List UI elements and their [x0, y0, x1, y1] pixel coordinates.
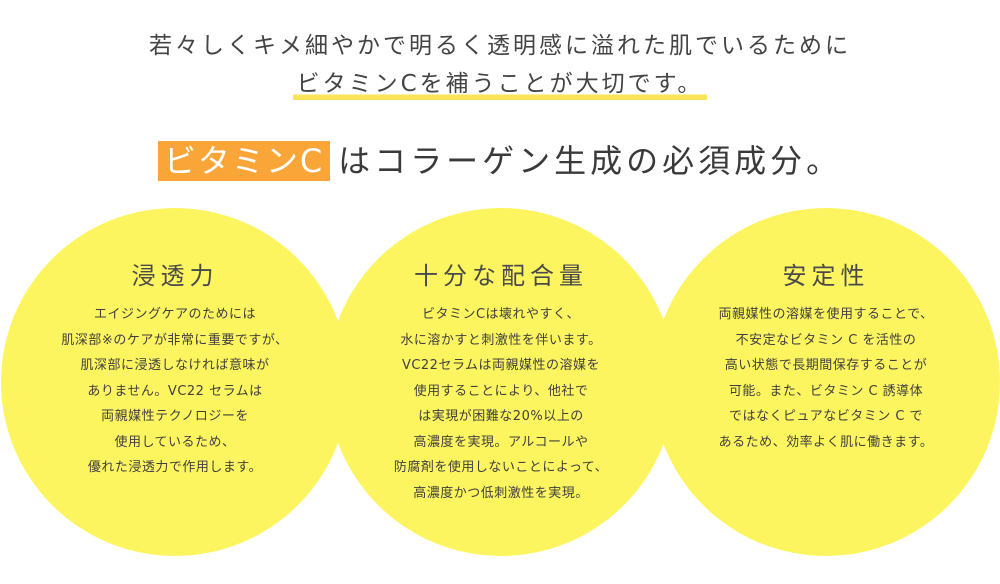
intro-text: 若々しくキメ細やかで明るく透明感に溢れた肌でいるために ビタミンCを補うことが大…	[0, 27, 1000, 103]
feature-circle-concentration: 十分な配合量 ビタミンCは壊れやすく、 水に溶かすと刺激性を伴います。 VC22…	[327, 208, 675, 556]
feature-line: 防腐剤を使用しないことによって、	[393, 460, 609, 475]
feature-line: ではなくピュアなビタミン C で	[728, 409, 924, 424]
feature-line: 不安定なビタミン C を活性の	[735, 332, 917, 348]
feature-description: 両親媒性の溶媒を使用することで、 不安定なビタミン C を活性の 高い状態で長期…	[652, 302, 1000, 455]
headline-rest: はコラーゲン生成の必須成分。	[338, 142, 843, 180]
feature-line: 可能。また、ビタミン C 誘導体	[728, 383, 924, 399]
intro-line-1: 若々しくキメ細やかで明るく透明感に溢れた肌でいるために	[149, 33, 851, 59]
feature-line: 両親媒性の溶媒を使用することで、	[718, 307, 934, 322]
feature-description: ビタミンCは壊れやすく、 水に溶かすと刺激性を伴います。 VC22セラムは両親媒…	[327, 302, 675, 506]
feature-title: 安定性	[782, 262, 870, 290]
feature-line: ありません。VC22 セラムは	[87, 383, 263, 399]
feature-line: 高濃度を実現。アルコールや	[413, 434, 589, 450]
feature-circle-stability: 安定性 両親媒性の溶媒を使用することで、 不安定なビタミン C を活性の 高い状…	[652, 208, 1000, 556]
feature-line: 両親媒性テクノロジーを	[101, 409, 249, 424]
feature-line: 使用しているため、	[114, 434, 236, 450]
feature-line: 優れた浸透力で作用します。	[87, 460, 263, 475]
feature-line: 水に溶かすと刺激性を伴います。	[400, 332, 602, 348]
intro-line-2-underlined: ビタミンCを補うことが大切です。	[292, 65, 708, 103]
feature-line: 高い状態で長期間保存することが	[724, 358, 928, 373]
headline-vitamin-c-highlight: ビタミンC	[157, 141, 331, 181]
feature-line: は実現が困難な20%以上の	[418, 409, 584, 424]
feature-line: 使用することにより、他社で	[413, 383, 589, 399]
feature-line: ビタミンCは壊れやすく、	[421, 307, 581, 322]
feature-title: 浸透力	[131, 262, 219, 290]
feature-line: あるため、効率よく肌に働きます。	[718, 434, 934, 450]
feature-title: 十分な配合量	[414, 262, 588, 290]
feature-line: 肌深部に浸透しなければ意味が	[80, 358, 270, 373]
feature-description: エイジングケアのためには 肌深部※のケアが非常に重要ですが、 肌深部に浸透しなけ…	[1, 302, 349, 481]
feature-line: VC22セラムは両親媒性の溶媒を	[401, 358, 601, 373]
feature-circle-penetration: 浸透力 エイジングケアのためには 肌深部※のケアが非常に重要ですが、 肌深部に浸…	[1, 208, 349, 556]
feature-line: エイジングケアのためには	[93, 307, 256, 322]
feature-line: 肌深部※のケアが非常に重要ですが、	[61, 332, 289, 348]
feature-line: 高濃度かつ低刺激性を実現。	[413, 485, 589, 501]
